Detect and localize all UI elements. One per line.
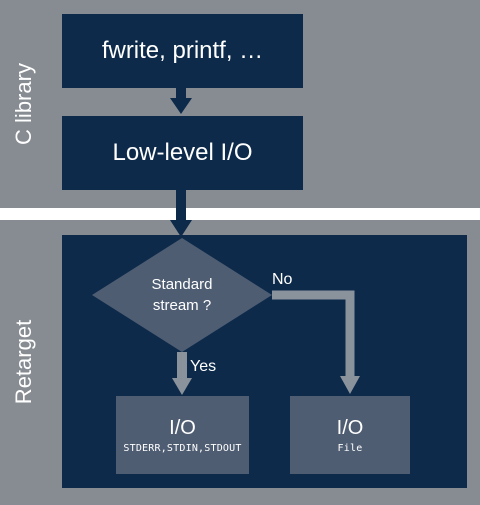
io-standard-title: I/O (169, 416, 196, 439)
decision-text: Standard stream ? (132, 274, 232, 316)
no-label: No (272, 271, 293, 288)
low-level-io-box: Low-level I/O (62, 116, 303, 190)
io-standard-subtitle: STDERR,STDIN,STDOUT (123, 442, 242, 454)
arrow-no-branch (272, 290, 360, 394)
arrow-lowlevel-to-decision (170, 190, 192, 237)
decision-line-1: Standard (151, 276, 213, 293)
decision-line-2: stream ? (152, 297, 212, 314)
arrow-fwrite-to-lowlevel (170, 88, 192, 114)
fwrite-printf-text: fwrite, printf, … (101, 37, 264, 64)
section-separator (0, 208, 480, 220)
fwrite-printf-box: fwrite, printf, … (62, 14, 303, 88)
low-level-io-text: Low-level I/O (112, 139, 253, 166)
yes-label: Yes (190, 358, 217, 375)
io-file-subtitle: File (337, 442, 363, 454)
io-file-box: I/O File (290, 396, 410, 474)
io-standard-streams-box: I/O STDERR,STDIN,STDOUT (116, 396, 249, 474)
arrow-yes-branch (172, 352, 192, 395)
standard-stream-decision (92, 238, 272, 352)
io-file-title: I/O (336, 416, 364, 439)
